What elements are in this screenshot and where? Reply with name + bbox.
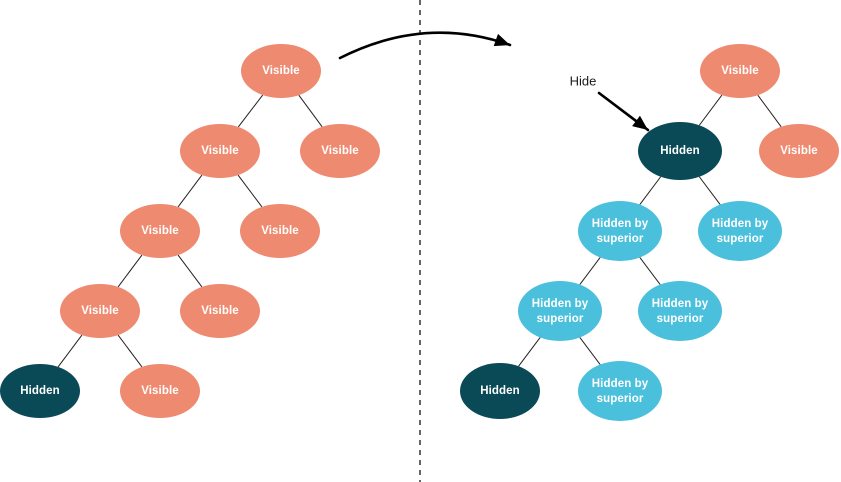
tree-node-hidden[interactable]: Hidden [638, 122, 722, 180]
node-ellipse[interactable] [241, 44, 321, 98]
node-ellipse[interactable] [578, 201, 662, 261]
tree-node-visible[interactable]: Visible [241, 44, 321, 98]
node-ellipse[interactable] [120, 364, 200, 418]
tree-edge [117, 334, 143, 368]
node-ellipse[interactable] [698, 201, 782, 261]
tree-edge [57, 334, 83, 368]
tree-edge [757, 94, 782, 128]
tree-node-visible[interactable]: Visible [120, 364, 200, 418]
node-ellipse[interactable] [700, 44, 780, 98]
tree-node-visible[interactable]: Visible [180, 284, 260, 338]
node-ellipse[interactable] [638, 281, 722, 341]
node-ellipse[interactable] [120, 204, 200, 258]
curved-transition-arrow-head [493, 33, 510, 47]
node-ellipse[interactable] [0, 364, 80, 418]
node-ellipse[interactable] [240, 204, 320, 258]
tree-edge [518, 337, 541, 367]
tree-edge [177, 174, 203, 208]
tree-edge [639, 176, 662, 205]
node-ellipse[interactable] [638, 122, 722, 180]
node-ellipse[interactable] [60, 284, 140, 338]
tree-edge [237, 94, 264, 128]
tree-edge [579, 257, 601, 285]
tree-edge [698, 176, 721, 205]
tree-node-visible[interactable]: Visible [60, 284, 140, 338]
hide-pointer-arrow-head [632, 115, 648, 130]
node-ellipse[interactable] [759, 124, 839, 178]
node-ellipse[interactable] [180, 124, 260, 178]
curved-transition-arrow [338, 31, 512, 60]
node-ellipse[interactable] [460, 363, 540, 419]
tree-edge [579, 337, 601, 365]
tree-node-visible[interactable]: Visible [300, 124, 380, 178]
node-ellipse[interactable] [300, 124, 380, 178]
hide-pointer-arrow [597, 91, 650, 132]
tree-node-visible[interactable]: Visible [240, 204, 320, 258]
tree-node-hidden[interactable]: Hidden [460, 363, 540, 419]
tree-edge [298, 94, 323, 128]
node-ellipse[interactable] [518, 281, 602, 341]
tree-node-hidden[interactable]: Hidden [0, 364, 80, 418]
curved-transition-arrow-line [338, 31, 512, 60]
edges-layer [57, 94, 782, 368]
tree-node-visible[interactable]: Visible [120, 204, 200, 258]
tree-node-visible[interactable]: Visible [180, 124, 260, 178]
tree-node-visible[interactable]: Visible [700, 44, 780, 98]
node-ellipse[interactable] [578, 361, 662, 421]
tree-edge [237, 174, 263, 208]
tree-node-visible[interactable]: Visible [759, 124, 839, 178]
tree-edge [698, 94, 723, 126]
tree-edge [117, 254, 143, 288]
tree-edge [177, 254, 203, 288]
node-ellipse[interactable] [180, 284, 260, 338]
hide-annotation-label: Hide [570, 73, 597, 88]
tree-edge [639, 257, 661, 285]
